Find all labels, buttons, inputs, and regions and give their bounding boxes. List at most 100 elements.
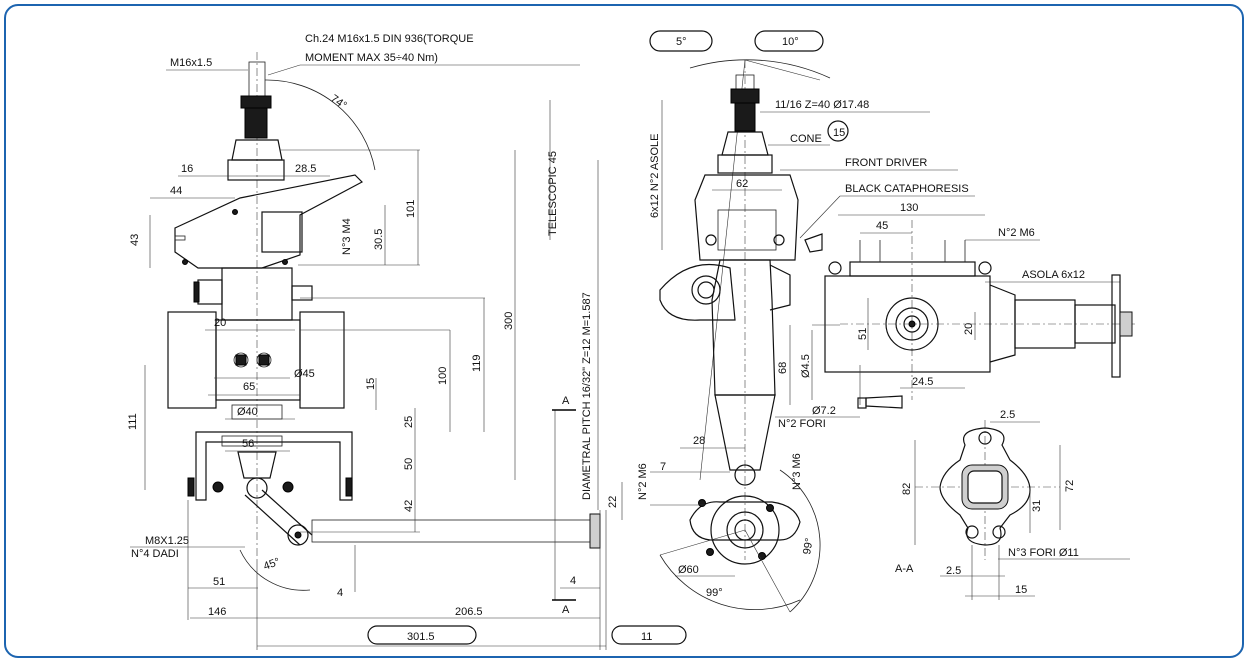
dim-16: 16: [181, 163, 193, 175]
arm-block: [261, 211, 303, 253]
drawing-frame: [4, 4, 1244, 658]
section-aa-view: 2.5 82 72 31 N°3 FORI Ø11 A-A 2.5 15: [895, 409, 1130, 600]
dim-60-diameter: Ø60: [678, 564, 699, 576]
dim-25: 25: [403, 416, 415, 428]
asola-label: ASOLA 6x12: [1022, 269, 1085, 281]
dim-56: 56: [242, 438, 254, 450]
dim-111: 111: [127, 413, 139, 430]
right-housing: [299, 311, 345, 409]
n3-m6-label-middle: N°3 M6: [791, 453, 803, 490]
dim-101: 101: [405, 200, 417, 218]
dim-2-5a: 2.5: [1000, 409, 1015, 421]
left-view: 74° M16x1.5 Ch.24 M16x1.5 DIN 936(TORQUE…: [127, 33, 687, 650]
flange-circle: [710, 495, 780, 565]
dim-28: 28: [693, 435, 705, 447]
n2-m6-label: N°2 M6: [637, 463, 649, 500]
dim-62: 62: [736, 178, 748, 190]
telescopic-label: TELESCOPIC 45: [547, 151, 559, 236]
dim-31: 31: [1031, 500, 1043, 512]
dim-68: 68: [777, 362, 789, 374]
dim-4a: 4: [337, 587, 343, 599]
cone-balloon: [827, 120, 849, 142]
middle-view: 5° 10° 11/16 Z=40 Ø17.48 CONE 15 6x12 N°…: [637, 30, 975, 613]
dim-100: 100: [437, 367, 449, 385]
dim-130: 130: [900, 202, 918, 214]
dim-119: 119: [471, 354, 483, 372]
center-housing: [215, 319, 301, 401]
dim-20-right: 20: [963, 323, 975, 335]
dim-50: 50: [403, 458, 415, 470]
dim-28-5: 28.5: [295, 163, 316, 175]
angle-99b-label: 99°: [706, 587, 723, 599]
left-housing: [167, 311, 217, 409]
spline-shaft: [244, 107, 268, 139]
n3-m4-label: N°3 M4: [341, 218, 353, 255]
dim-24-5: 24.5: [912, 376, 933, 388]
section-flange: [939, 427, 1031, 546]
angle-5-box: [649, 30, 713, 52]
dim-146: 146: [208, 606, 226, 618]
universal-joint: [237, 451, 277, 479]
cone-number: 15: [833, 127, 845, 139]
dim-7-2-diameter: Ø7.2: [812, 405, 836, 417]
angle-10-box: [754, 30, 824, 52]
right-main-bore: [885, 297, 939, 351]
lower-bracket: [195, 431, 353, 501]
dim-45: 45: [876, 220, 888, 232]
angle-10-label: 10°: [782, 36, 799, 48]
n2-m6-label-right: N°2 M6: [998, 227, 1035, 239]
middle-upper-housing: [694, 174, 799, 261]
right-view: 130 45 N°2 M6 ASOLA 6x12 51 20 68 Ø4.5 2…: [775, 202, 1135, 430]
dim-44: 44: [170, 185, 182, 197]
asole-label: 6x12 N°2 ASOLE: [649, 133, 661, 218]
dim-51: 51: [213, 576, 225, 588]
dim-15-section: 15: [1015, 584, 1027, 596]
dim-20: 20: [214, 317, 226, 329]
dim-301-5-box: [367, 625, 477, 645]
angle-74-label: 74°: [328, 93, 349, 112]
n3-fori-label: N°3 FORI Ø11: [1008, 547, 1079, 559]
dim-43: 43: [129, 234, 141, 246]
section-a-top: A: [562, 395, 570, 407]
dim-301-5: 301.5: [407, 631, 435, 643]
arm-bracket: [174, 174, 363, 269]
nut-note-line2: MOMENT MAX 35÷40 Nm): [305, 52, 438, 64]
dim-40-diameter: Ø40: [237, 406, 258, 418]
dim-7: 7: [660, 461, 666, 473]
angle-45-label: 45°: [262, 556, 282, 573]
dim-82: 82: [901, 483, 913, 495]
dim-300: 300: [503, 312, 515, 330]
section-aa-label: A-A: [895, 563, 914, 575]
dim-22: 22: [607, 496, 619, 508]
dim-206-5: 206.5: [455, 606, 483, 618]
dim-2-5b: 2.5: [946, 565, 961, 577]
spline-label: 11/16 Z=40 Ø17.48: [775, 99, 869, 111]
dim-65: 65: [243, 381, 255, 393]
front-driver-label: FRONT DRIVER: [845, 157, 927, 169]
dim-45-diameter: Ø45: [294, 368, 315, 380]
dim-51-right: 51: [857, 328, 869, 340]
thread-top-label: M16x1.5: [170, 57, 212, 69]
section-a-bottom: A: [562, 604, 570, 616]
dim-4-5-diameter: Ø4.5: [800, 354, 812, 378]
upper-housing: [227, 159, 285, 181]
angle-5-label: 5°: [676, 36, 687, 48]
dim-72: 72: [1064, 480, 1076, 492]
output-shaft: [311, 519, 591, 543]
dadi-label: N°4 DADI: [131, 548, 179, 560]
m8-label: M8X1.25: [145, 535, 189, 547]
n2-fori-label: N°2 FORI: [778, 418, 826, 430]
dim-42: 42: [403, 500, 415, 512]
cone-label: CONE: [790, 133, 822, 145]
dim-11: 11: [641, 631, 652, 643]
right-housing-body: [824, 275, 991, 373]
middle-nut: [730, 88, 760, 104]
top-nut: [240, 95, 272, 109]
black-cataphoresis-label: BLACK CATAPHORESIS: [845, 183, 969, 195]
dim-30-5: 30.5: [373, 229, 385, 250]
diametral-pitch-label: DIAMETRAL PITCH 16/32" Z=12 M=1.587: [581, 292, 593, 500]
dim-4b: 4: [570, 575, 576, 587]
nut-note-line1: Ch.24 M16x1.5 DIN 936(TORQUE: [305, 33, 474, 45]
dim-11-box: [611, 625, 687, 645]
